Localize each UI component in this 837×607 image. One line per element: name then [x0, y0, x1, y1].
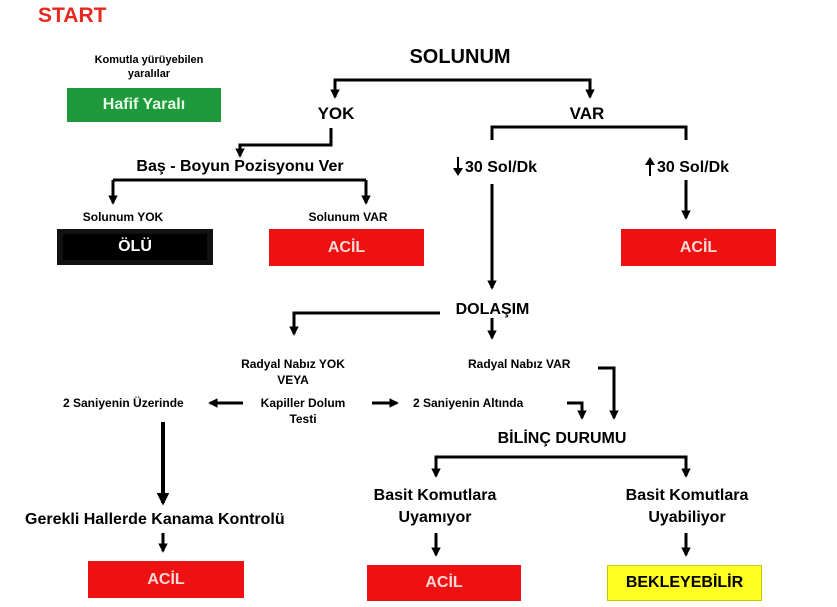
down-arrow-icon: [453, 157, 463, 176]
uyabiliyor-line2: Uyabiliyor: [648, 509, 726, 526]
acil-box-solunum-var: ACİL: [269, 229, 424, 266]
bas-boyun-label: Baş - Boyun Pozisyonu Ver: [136, 158, 344, 175]
radyal-yok-line1: Radyal Nabız YOK: [241, 357, 345, 371]
solunum-yok-label: Solunum YOK: [82, 210, 164, 224]
connector-radyalvar-bilinc: [598, 366, 619, 420]
olu-label: ÖLÜ: [63, 234, 207, 260]
start-label: START: [38, 4, 107, 27]
dolasim-heading: DOLAŞIM: [455, 301, 530, 318]
bekleyebilir-box: BEKLEYEBİLİR: [607, 565, 762, 601]
low-rate-label: 30 Sol/Dk: [465, 159, 538, 176]
bilinc-heading: BİLİNÇ DURUMU: [497, 430, 627, 447]
kapiller-line2: Testi: [289, 412, 317, 426]
yok-label: YOK: [317, 104, 355, 123]
var-label: VAR: [569, 104, 605, 123]
acil-box-high-rate: ACİL: [621, 229, 776, 266]
connector-yok-basboyun: [235, 128, 333, 158]
solunum-heading: SOLUNUM: [409, 46, 511, 68]
walking-label-line1: Komutla yürüyebilen: [94, 54, 204, 66]
kapiller-line1: Kapiller Dolum: [260, 396, 346, 410]
up-arrow-icon: [645, 157, 655, 176]
connector-altinda-bilinc: [567, 401, 587, 420]
uyamiyor-line2: Uyamıyor: [398, 509, 472, 526]
altinda-label: 2 Saniyenin Altında: [413, 396, 524, 410]
solunum-var-label: Solunum VAR: [308, 210, 388, 224]
hafif-yarali-box: Hafif Yaralı: [67, 88, 221, 122]
connector-bilinc-split: [434, 455, 691, 478]
connector-solunum-yok: [330, 78, 454, 99]
olu-box: ÖLÜ: [57, 229, 213, 265]
kanama-label: Gerekli Hallerde Kanama Kontrolü: [25, 511, 285, 528]
radyal-yok-line2: VEYA: [277, 373, 309, 387]
high-rate-label: 30 Sol/Dk: [657, 159, 730, 176]
connector-var-split: [490, 125, 688, 140]
acil-box-kanama: ACİL: [88, 561, 244, 598]
acil-box-uyamiyor: ACİL: [367, 565, 521, 601]
radyal-var-label: Radyal Nabız VAR: [468, 357, 571, 371]
connector-solunum-var: [454, 78, 595, 99]
uyamiyor-line1: Basit Komutlara: [373, 487, 497, 504]
connector-dolasim-left: [289, 311, 440, 336]
uyabiliyor-line1: Basit Komutlara: [625, 487, 749, 504]
uzerinde-label: 2 Saniyenin Üzerinde: [63, 396, 184, 410]
walking-label-line2: yaralılar: [127, 68, 171, 80]
